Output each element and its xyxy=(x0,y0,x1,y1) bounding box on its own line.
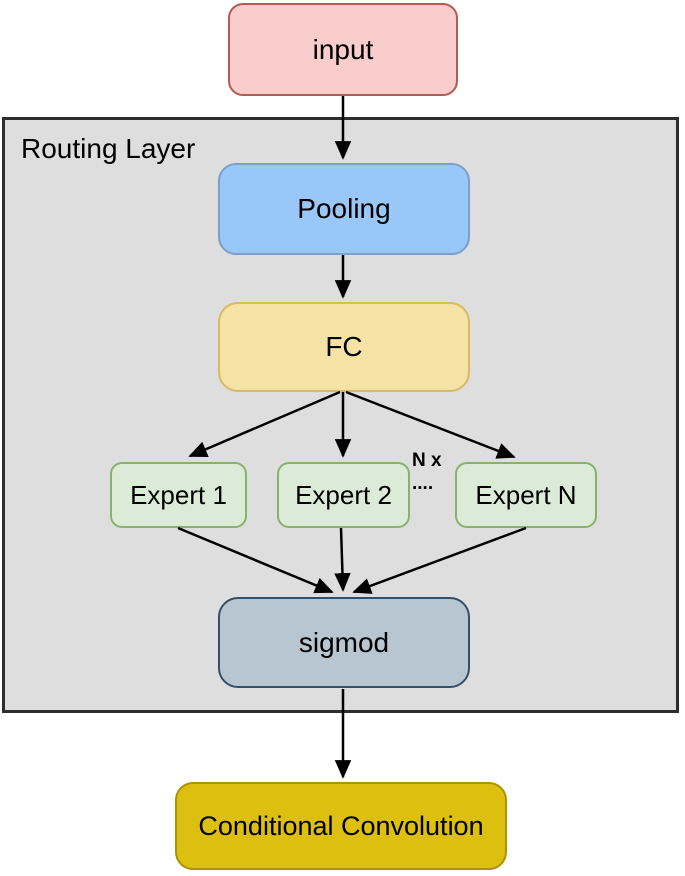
node-expert-1: Expert 1 xyxy=(110,462,247,528)
node-expert-2-label: Expert 2 xyxy=(295,479,392,510)
node-conditional-convolution-label: Conditional Convolution xyxy=(198,810,484,841)
repeat-annotation-line1: N x xyxy=(412,450,442,471)
repeat-annotation: N x.... xyxy=(412,450,442,496)
node-input: input xyxy=(228,3,458,96)
node-expert-1-label: Expert 1 xyxy=(130,479,227,510)
node-pooling-label: Pooling xyxy=(297,193,391,224)
node-expert-n-label: Expert N xyxy=(475,479,577,510)
node-fc: FC xyxy=(218,302,470,392)
routing-layer-label: Routing Layer xyxy=(21,133,196,164)
node-expert-n: Expert N xyxy=(455,462,597,528)
node-pooling: Pooling xyxy=(218,163,470,255)
node-sigmod-label: sigmod xyxy=(298,626,390,658)
node-conditional-convolution: Conditional Convolution xyxy=(175,782,507,870)
node-fc-label: FC xyxy=(325,331,363,362)
repeat-annotation-line2: .... xyxy=(412,472,434,494)
node-expert-2: Expert 2 xyxy=(277,462,410,528)
node-sigmod: sigmod xyxy=(218,597,470,688)
node-input-label: input xyxy=(312,33,374,65)
